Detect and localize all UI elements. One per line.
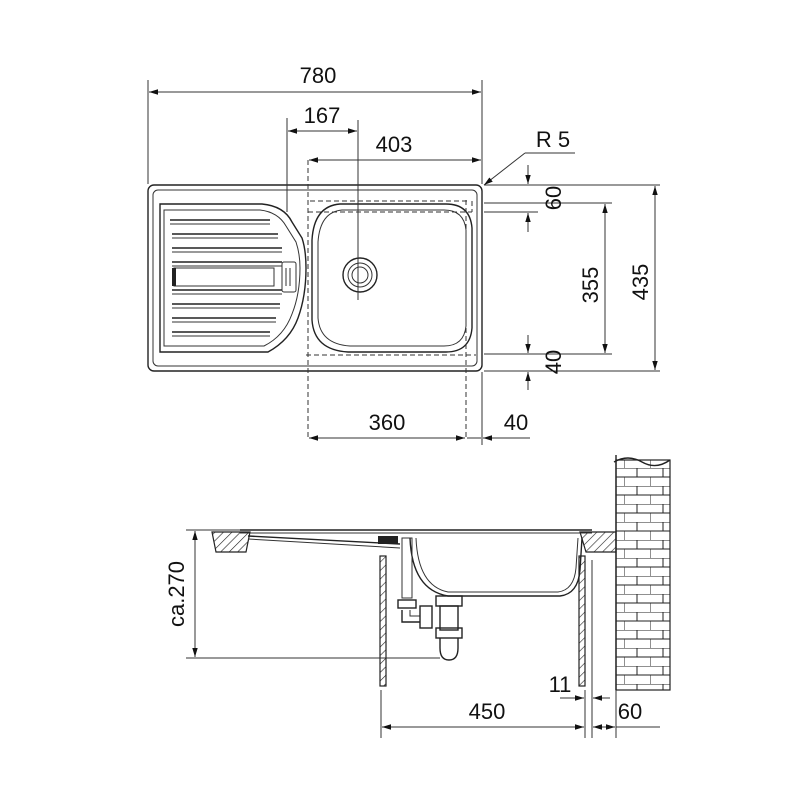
dim-bowl-width: 403 [309,132,481,163]
dim-cabinet-width: 450 [380,690,586,738]
dim-wall-thickness: 60 [593,690,660,738]
sink-profile [240,529,592,597]
dim-right-margin: 40 [467,372,530,445]
dim-wall-gap: 11 [549,560,610,738]
label-40-right: 40 [541,350,566,374]
label-355: 355 [578,267,603,304]
cabinet-side-left [379,555,387,687]
waste-trap [397,537,463,661]
label-403: 403 [376,132,413,157]
label-167: 167 [304,103,341,128]
countertop-right [579,531,617,553]
label-780: 780 [300,63,337,88]
overflow-slot [281,261,297,293]
label-360: 360 [369,410,406,435]
dim-corner-radius: R 5 [483,127,575,186]
countertop-left [211,531,251,553]
label-60-top: 60 [541,186,566,210]
label-r5: R 5 [536,127,570,152]
dim-bottom-margin: 40 [525,335,566,390]
label-435: 435 [628,264,653,301]
dim-drainer-offset: 167 [286,103,359,300]
brick-wall [613,455,671,691]
sink-bowl [311,203,473,353]
dim-bowl-depth: 355 [578,204,608,353]
cutout-dashed-lines [306,160,476,440]
cabinet-side-right [578,555,586,687]
sink-inner-edge [152,189,478,367]
dim-installation-depth: ca.270 [164,529,440,659]
dim-top-margin: 60 [525,165,566,232]
label-40-bottom: 40 [504,410,528,435]
drain-outlet [342,257,378,293]
drainer-board [159,203,307,353]
sink-outer-edge [147,184,483,372]
side-view: ca.270 450 11 60 [164,455,671,738]
dim-cutout-width: 360 [309,410,465,441]
dim-overall-width: 780 [147,63,483,184]
dim-overall-depth: 435 [628,186,658,370]
label-450: 450 [469,699,506,724]
label-60-side: 60 [618,699,642,724]
label-ca270: ca.270 [164,561,189,627]
right-extension-lines [484,184,660,372]
drainer-grooves [170,219,282,337]
top-view: 780 167 403 R 5 [147,63,660,445]
label-11: 11 [549,672,572,697]
